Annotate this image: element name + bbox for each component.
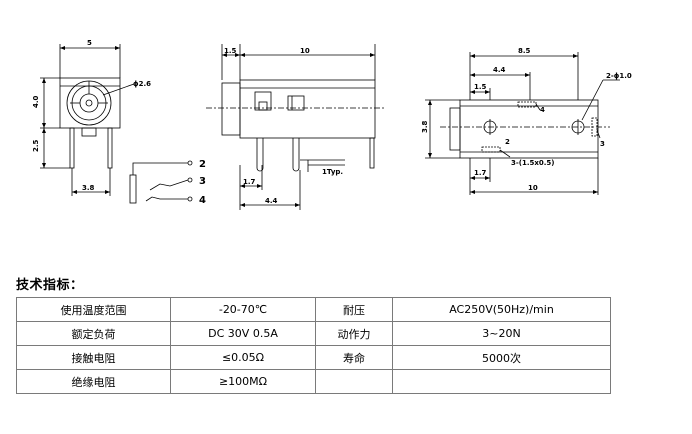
bottom-offset-a-label: 4.4 xyxy=(493,66,506,74)
spec-name xyxy=(315,369,393,394)
specs-table: 使用温度范围 -20-70℃ 耐压 AC250V(50Hz)/min 额定负荷 … xyxy=(16,297,611,394)
bottom-slot-label: 3-(1.5x0.5) xyxy=(511,159,555,167)
front-spacing-label: 3.8 xyxy=(82,184,95,192)
spec-value: 5000次 xyxy=(392,345,611,370)
side-length-label: 10 xyxy=(300,47,310,55)
side-offset-label: 1.5 xyxy=(224,47,237,55)
bottom-pin3-label: 3 xyxy=(600,140,605,148)
side-pitch-label-2: 4.4 xyxy=(265,197,278,205)
spec-value xyxy=(392,369,611,394)
front-width-label: 5 xyxy=(87,39,92,47)
spec-name: 绝缘电阻 xyxy=(16,369,171,394)
schematic-pin-2: 2 xyxy=(199,159,206,170)
pin-schematic xyxy=(129,160,193,204)
front-height-label: 4.0 xyxy=(32,95,40,108)
bottom-offset-b-label: 1.5 xyxy=(474,83,487,91)
bottom-pin4-label: 4 xyxy=(540,106,545,114)
spec-value: AC250V(50Hz)/min xyxy=(392,297,611,322)
table-row: 使用温度范围 -20-70℃ 耐压 AC250V(50Hz)/min xyxy=(16,297,611,322)
side-pitch-label-1: 1.7 xyxy=(243,178,256,186)
front-pin-length-label: 2.5 xyxy=(32,139,40,152)
spec-name: 耐压 xyxy=(315,297,393,322)
side-thickness-label: 1Typ. xyxy=(322,168,343,176)
spec-value: -20-70℃ xyxy=(170,297,316,322)
bottom-pitch-label: 1.7 xyxy=(474,169,487,177)
spec-name: 接触电阻 xyxy=(16,345,171,370)
spec-name: 额定负荷 xyxy=(16,321,171,346)
table-row: 绝缘电阻 ≥100MΩ xyxy=(16,369,611,394)
bottom-pad-label: 2 xyxy=(505,138,510,146)
table-row: 接触电阻 ≤0.05Ω 寿命 5000次 xyxy=(16,345,611,370)
spec-name: 使用温度范围 xyxy=(16,297,171,322)
bottom-length-label: 10 xyxy=(528,184,538,192)
bottom-hole-label: 2-ϕ1.0 xyxy=(606,72,632,80)
technical-drawing: 5 ϕ2.6 4.0 2.5 3.8 2 3 4 1.5 10 1.7 4.4 … xyxy=(32,39,632,210)
side-view xyxy=(206,44,385,210)
bottom-total-label: 8.5 xyxy=(518,47,531,55)
bottom-height-label: 3.8 xyxy=(421,120,429,133)
specs-title: 技术指标： xyxy=(16,278,84,293)
table-row: 额定负荷 DC 30V 0.5A 动作力 3~20N xyxy=(16,321,611,346)
spec-value: ≥100MΩ xyxy=(170,369,316,394)
front-view xyxy=(40,44,135,196)
front-diameter-label: ϕ2.6 xyxy=(133,80,151,88)
spec-value: 3~20N xyxy=(392,321,611,346)
schematic-pin-3: 3 xyxy=(199,176,206,187)
spec-name: 动作力 xyxy=(315,321,393,346)
spec-value: ≤0.05Ω xyxy=(170,345,316,370)
spec-value: DC 30V 0.5A xyxy=(170,321,316,346)
spec-name: 寿命 xyxy=(315,345,393,370)
bottom-view xyxy=(425,52,620,195)
schematic-pin-4: 4 xyxy=(199,195,206,206)
